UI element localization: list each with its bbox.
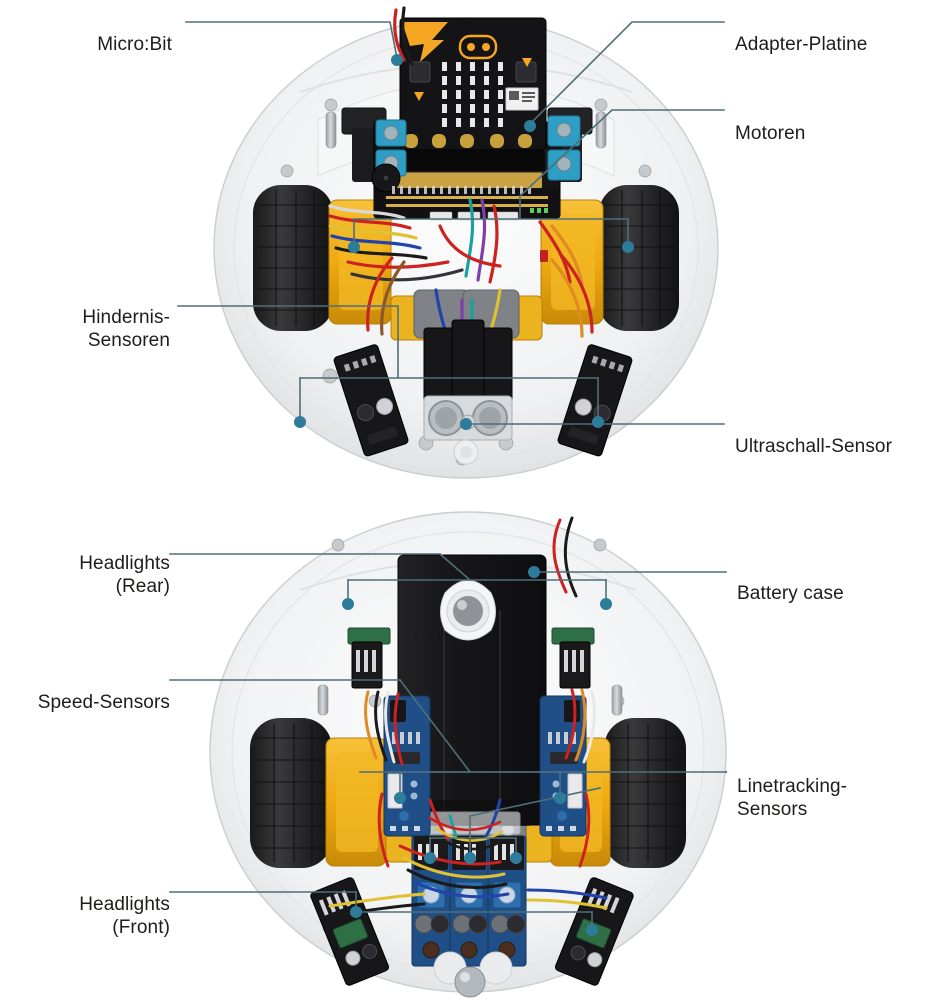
figure-bottom-view: Headlights (Rear) Speed-Sensors Headligh… <box>0 500 933 1000</box>
callout-speed-sensors: Speed-Sensors <box>0 668 170 714</box>
callout-battery-case: Battery case <box>737 559 844 605</box>
speed-sensor-left <box>383 695 431 837</box>
callout-motoren: Motoren <box>735 99 805 145</box>
callout-headlights-front: Headlights (Front) <box>0 870 170 939</box>
rear-headlight-right-module <box>551 627 595 689</box>
callout-label-text: Micro:Bit <box>97 34 172 55</box>
callout-label-text: Hindernis- Sensoren <box>82 307 170 351</box>
speed-sensor-right <box>539 695 587 837</box>
callout-label-text: Ultraschall-Sensor <box>735 436 893 457</box>
callout-headlights-rear: Headlights (Rear) <box>0 529 170 598</box>
callout-label-text: Battery case <box>737 583 844 604</box>
callout-linetracking-sensors: Linetracking- Sensors <box>737 752 847 821</box>
callout-label-text: Adapter-Platine <box>735 34 868 55</box>
callout-label-text: Motoren <box>735 123 806 144</box>
callout-label-text: Headlights (Rear) <box>79 553 170 597</box>
callout-ultraschall-sensor: Ultraschall-Sensor <box>735 412 892 458</box>
callout-label-text: Headlights (Front) <box>79 894 170 938</box>
callout-microbit: Micro:Bit <box>0 10 172 56</box>
figure-top-view: Adapter-Platine Motoren Ultraschall-Sens… <box>0 0 933 490</box>
rear-headlight-left-module <box>347 627 391 689</box>
callout-label-text: Speed-Sensors <box>37 692 170 713</box>
callout-adapter-platine: Adapter-Platine <box>735 10 867 56</box>
callout-label-text: Linetracking- Sensors <box>737 776 848 820</box>
callout-hindernis-sensoren: Hindernis- Sensoren <box>0 283 170 352</box>
